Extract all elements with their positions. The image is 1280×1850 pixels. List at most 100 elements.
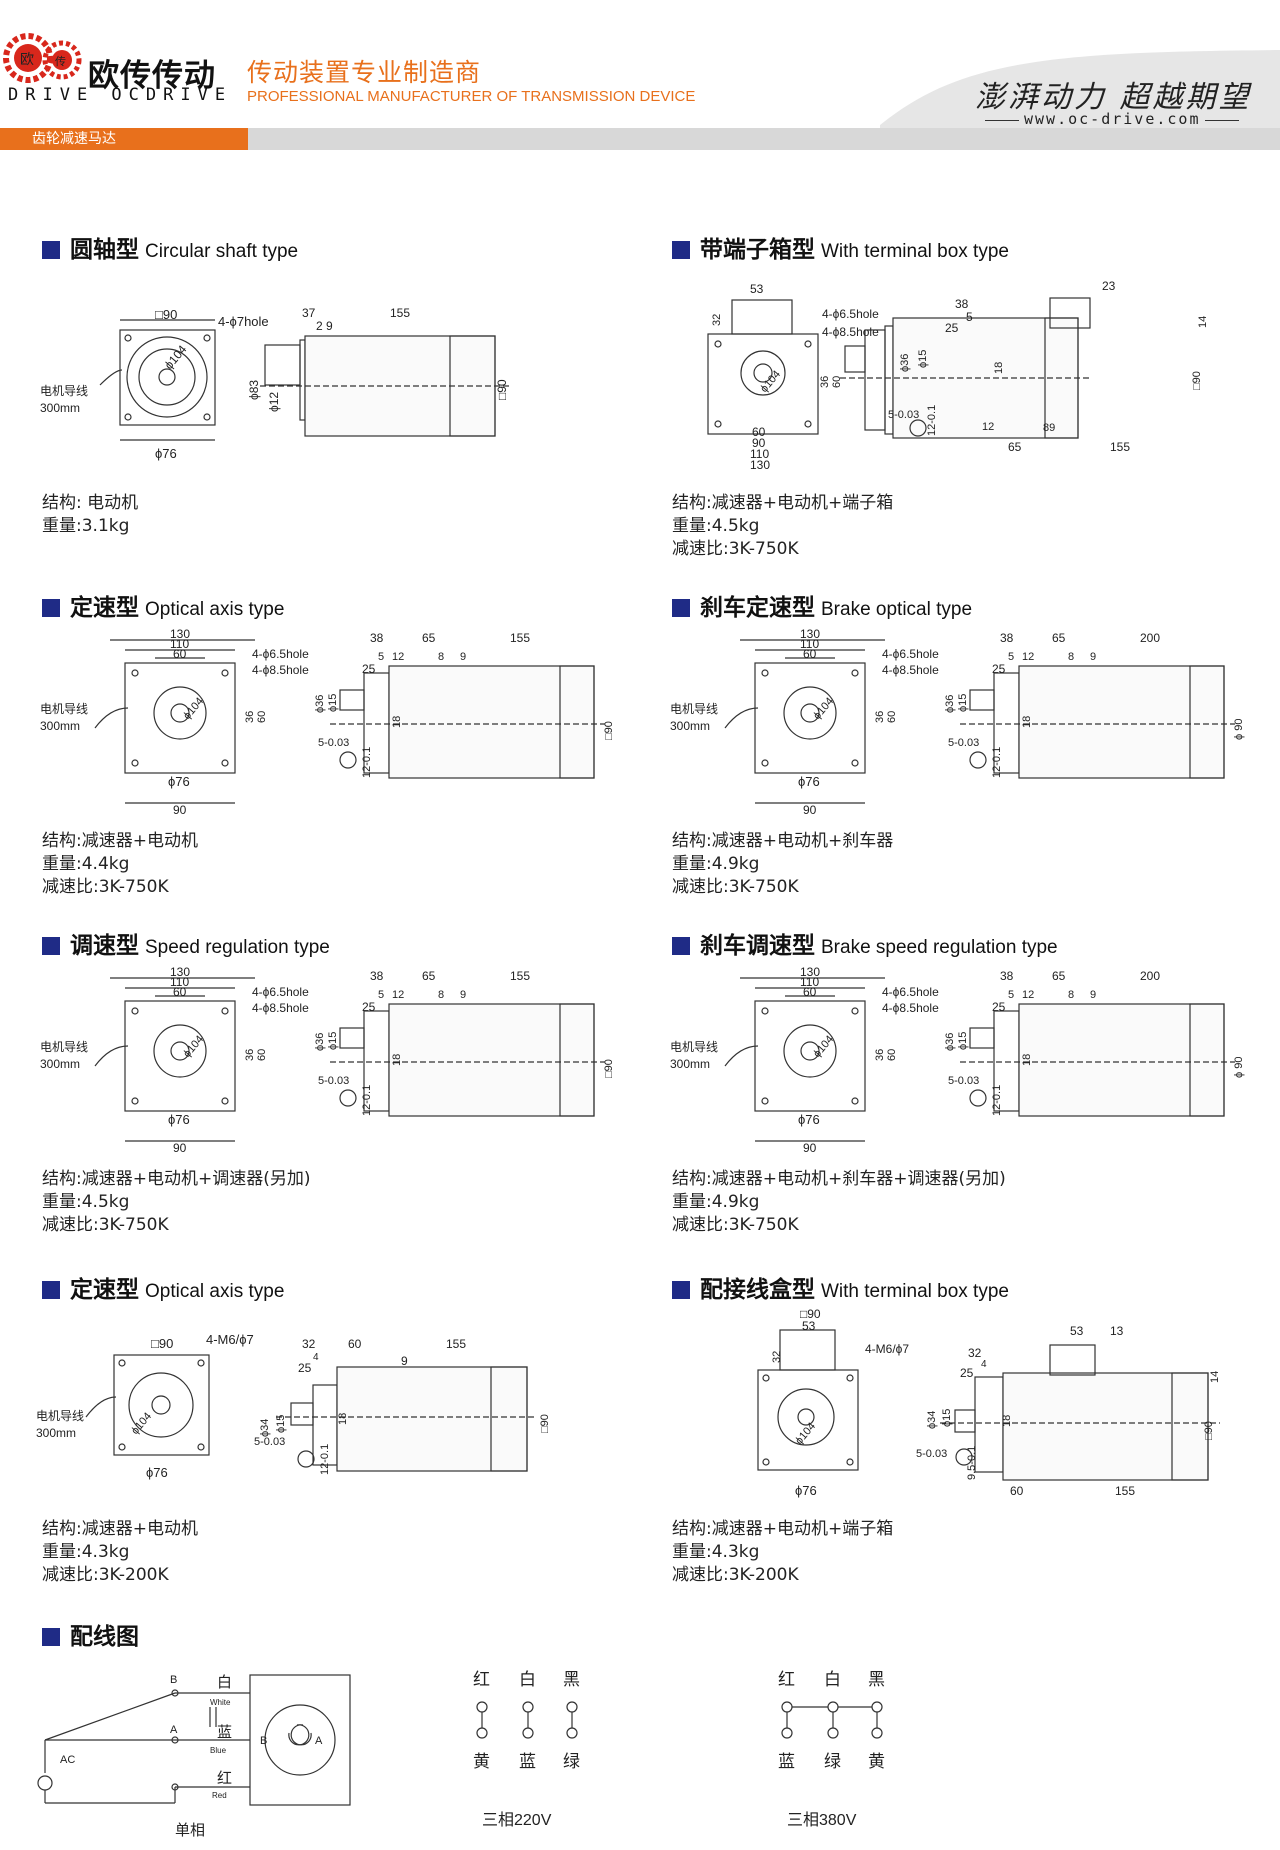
dim-body: □90 (1191, 371, 1203, 390)
dim-25: 25 (298, 1361, 312, 1375)
dim-top1: 130 (800, 966, 820, 979)
section-marker-icon (672, 599, 690, 617)
dim-body: □90 (1203, 1421, 1215, 1440)
dim-53: 53 (1070, 1324, 1084, 1338)
dim-155: 155 (1110, 440, 1130, 454)
dim-key: 18 (391, 1054, 403, 1066)
dim-tol: 5-0.03 (318, 1075, 349, 1087)
dim-pcd: ϕ104 (162, 342, 190, 372)
drawing-optical-axis-2: □90 4-M6/ϕ7 电机导线 300mm ϕ104 ϕ76 32 60 15… (36, 1332, 551, 1480)
lead-label: 电机导线 (40, 1040, 88, 1054)
dim-5: 5 (966, 310, 973, 324)
dim-holes1: 4-ϕ6.5hole (252, 647, 309, 661)
dim-12: 12 (392, 989, 404, 1001)
spec-line: 重量:4.9kg (672, 854, 760, 874)
dim-h1: 32 (711, 314, 723, 326)
dim-12: 12 (1022, 989, 1034, 1001)
lead-label: 电机导线 (670, 1040, 718, 1054)
dim-top3: 60 (173, 985, 187, 999)
terminal-bottom-node (871, 1727, 883, 1739)
lead-label: 电机导线 (40, 702, 88, 716)
dim-5: 5 (1008, 989, 1014, 1001)
dim-38: 38 (1000, 969, 1014, 983)
dim-tol: 5-0.03 (318, 737, 349, 749)
terminal-bottom-node (827, 1727, 839, 1739)
dim-holes2: 4-ϕ8.5hole (252, 663, 309, 677)
dim-holes: 4-M6/ϕ7 (206, 1332, 254, 1347)
section-marker-icon (42, 241, 60, 259)
dim-pcd: ϕ104 (793, 1420, 818, 1446)
dim-9: 9 (326, 319, 333, 333)
dim-bot: 90 (803, 1141, 817, 1155)
terminal-top-node (871, 1701, 883, 1713)
wire-white-cn: 白 (217, 1674, 232, 1691)
dim-base: ϕ76 (146, 1465, 168, 1480)
dim-key: 18 (337, 1413, 349, 1425)
section-marker-icon (672, 241, 690, 259)
spec-line: 结构:减速器+电动机+调速器(另加) (42, 1169, 311, 1189)
terminal-top-2: 黑 (563, 1670, 580, 1689)
dim-4: 4 (981, 1359, 987, 1370)
dim-65: 65 (1052, 631, 1066, 645)
wiring-caption-single: 单相 (175, 1822, 205, 1839)
section-marker-icon (42, 1628, 60, 1646)
dim-key: 18 (391, 716, 403, 728)
terminal-top-node (566, 1701, 578, 1713)
dim-v1: 36 (874, 1049, 886, 1061)
dim-89: 89 (1043, 422, 1055, 434)
spec-weight: 重量:4.3kg (672, 1542, 760, 1562)
dim-shaft: ϕ36 (944, 1033, 956, 1051)
dim-b3: 110 (750, 447, 769, 461)
tagline-cn: 传动装置专业制造商 (247, 58, 482, 87)
dim-5: 5 (1008, 651, 1014, 663)
wiring-single-phase: B A AC 白 White 蓝 Blue 红 Red B A 单相 (37, 1674, 351, 1839)
dim-top1: 130 (800, 628, 820, 641)
lead-length: 300mm (40, 719, 80, 733)
spec-structure: 结构:减速器+电动机+端子箱 (672, 1519, 894, 1539)
dim-14: 14 (1209, 1371, 1220, 1383)
lead-length: 300mm (40, 401, 80, 415)
dim-square: □90 (155, 307, 177, 322)
dim-60: 60 (348, 1337, 362, 1351)
dim-12: 12 (982, 421, 994, 433)
dim-tol2: 12-0.1 (361, 1085, 373, 1116)
terminal-top-1: 白 (519, 1670, 536, 1689)
dim-key: 18 (1021, 716, 1033, 728)
category-tab[interactable]: 齿轮减速马达 (0, 128, 248, 150)
dim-top3: 60 (803, 985, 817, 999)
dim-60: 60 (1010, 1484, 1024, 1498)
dim-shaft: ϕ36 (944, 695, 956, 713)
terminal-top-0: 红 (778, 1670, 795, 1689)
spec-line: 重量:4.4kg (42, 854, 130, 874)
dim-holes: 4-ϕ7hole (218, 314, 269, 329)
page-header: 欧 传 欧传传动 DRIVE OCDRIVE 传动装置专业制造商 PROFESS… (0, 0, 1280, 150)
dim-shaft2: ϕ15 (917, 350, 929, 368)
spec-weight: 重量:3.1kg (42, 516, 130, 536)
slogan: 澎湃动力 超越期望 (975, 80, 1252, 115)
section-marker-icon (42, 599, 60, 617)
spec-weight: 重量:4.5kg (672, 516, 760, 536)
website-link[interactable]: www.oc-drive.com (1024, 110, 1201, 128)
specs-terminal-box-2: 结构:减速器+电动机+端子箱 重量:4.3kg 减速比:3K-200K (672, 1518, 893, 1587)
wire-label-ac: AC (60, 1754, 75, 1766)
dim-pcd: ϕ104 (129, 1410, 154, 1436)
terminal-top-2: 黑 (868, 1670, 885, 1689)
dim-b4: 130 (750, 458, 770, 472)
dim-25: 25 (992, 1000, 1006, 1014)
dim-25: 25 (945, 321, 959, 335)
dim-holes1: 4-ϕ6.5hole (252, 985, 309, 999)
wire-red-cn: 红 (217, 1770, 232, 1787)
terminal-bottom-2: 黄 (868, 1752, 885, 1771)
dim-b1: 60 (752, 425, 766, 439)
dim-b2: 90 (752, 436, 766, 450)
dim-top2: 110 (800, 975, 819, 989)
dim-13: 13 (1110, 1324, 1124, 1338)
dim-bot: 90 (803, 803, 817, 817)
